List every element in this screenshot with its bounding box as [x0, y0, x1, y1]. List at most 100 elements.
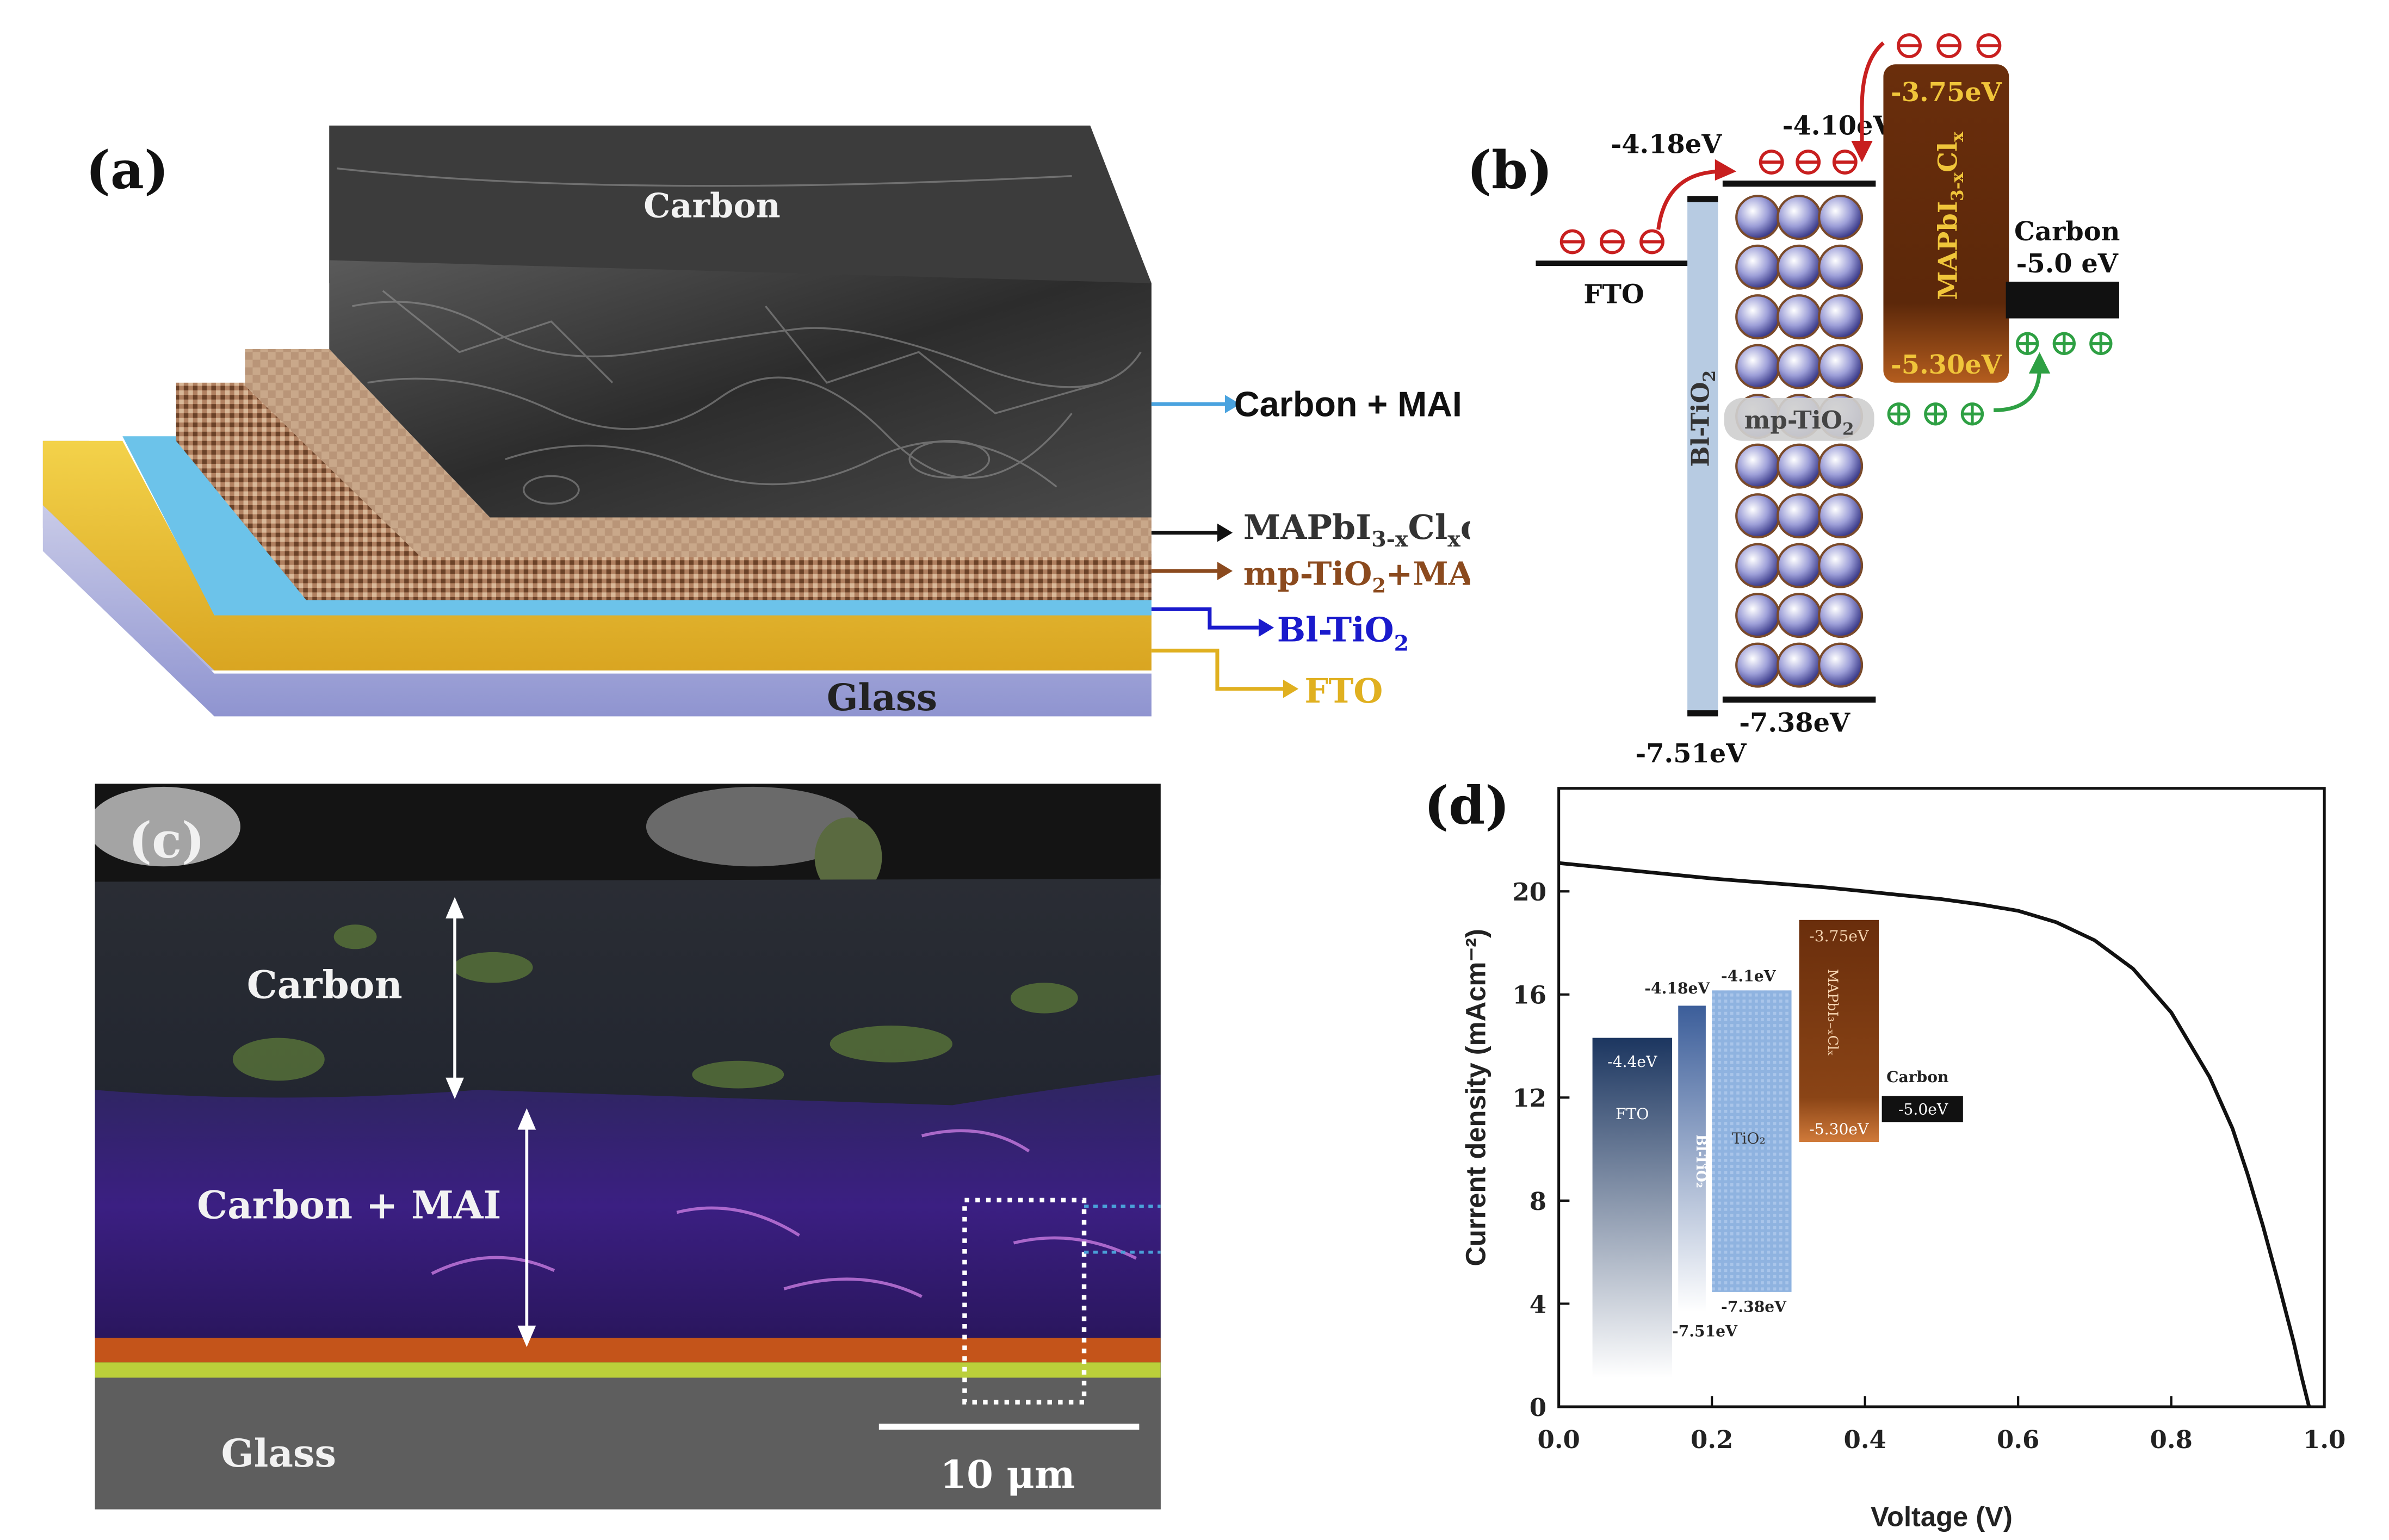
inset-fto-label: FTO — [1616, 1105, 1649, 1123]
tio2-nanoparticle — [1777, 493, 1822, 539]
label-fto: FTO — [1304, 671, 1383, 711]
carbon-block — [329, 260, 1152, 518]
tio2-nanoparticle — [1818, 543, 1864, 588]
y-tick-label: 16 — [1512, 981, 1546, 1010]
sem-debris-2 — [95, 786, 240, 867]
tio2-nanoparticle — [1735, 195, 1781, 240]
electron-transfer-arrow-2 — [1860, 41, 1885, 147]
carbon-level-bar — [2006, 281, 2119, 319]
y-axis-label: Current density (mAcm⁻²) — [1460, 929, 1491, 1266]
fto-layer-sem — [95, 1362, 1161, 1378]
mp-electrons: ⊖ ⊖ ⊖ — [1755, 138, 1861, 184]
perovskite-layer — [95, 1338, 1161, 1363]
sem-texture — [337, 167, 1142, 505]
bl-tio2-band — [1687, 198, 1718, 713]
hole-transfer-arrow — [1994, 367, 2042, 412]
carbon-label: Carbon — [2014, 216, 2120, 247]
inset-tio2-top: -4.1eV — [1721, 967, 1777, 985]
inset-bl-band — [1678, 1005, 1706, 1312]
x-tick-label: 0.8 — [2150, 1425, 2192, 1454]
svg-text:⊖: ⊖ — [1556, 218, 1589, 264]
mp-tio2-spheres — [1735, 195, 1864, 688]
sem-debris — [646, 786, 861, 867]
tio2-nanoparticle — [1777, 443, 1822, 489]
tio2-nanoparticle — [1818, 344, 1864, 389]
panel-d-label: (d) — [1424, 776, 1510, 837]
arrowhead-overlayer — [1217, 523, 1233, 542]
tio2-nanoparticle — [1735, 344, 1781, 389]
inset-tio2-label: TiO₂ — [1732, 1129, 1766, 1147]
device-schematic: Carbon Glass Carbon + MAI MAPbI3-xClxove… — [42, 125, 1470, 719]
arrowhead-bl — [1258, 618, 1274, 637]
y-tick-label: 12 — [1512, 1084, 1546, 1113]
perovskite-band — [1883, 64, 2009, 383]
tio2-nanoparticle — [1777, 344, 1822, 389]
label-overlayer: MAPbI3-xClxoverlayer — [1243, 507, 1470, 552]
x-tick-label: 0.6 — [1997, 1425, 2039, 1454]
tio2-nanoparticle — [1777, 593, 1822, 638]
inset-carbon-level: -5.0eV — [1898, 1100, 1948, 1118]
tio2-nanoparticle — [1735, 443, 1781, 489]
x-tick-label: 0.0 — [1537, 1425, 1580, 1454]
plot-frame — [1557, 787, 2326, 1408]
panel-a: (a) — [0, 0, 1470, 766]
mp-tio2-label-bg — [1724, 398, 1874, 441]
inset-bl-top: -4.18eV — [1644, 979, 1710, 997]
inset-fto-level: -4.4eV — [1607, 1053, 1657, 1071]
carbon-green-flakes — [232, 924, 1078, 1089]
svg-text:⊖: ⊖ — [1595, 218, 1629, 264]
arrowhead-c2 — [445, 1077, 464, 1100]
region-label-glass: Glass — [221, 1431, 337, 1476]
inset-perovskite-band — [1799, 920, 1879, 1142]
tio2-nanoparticle — [1818, 294, 1864, 340]
bl-tio2-label: Bl-TiO2 — [1686, 370, 1719, 467]
tio2-nanoparticle — [1735, 543, 1781, 588]
band-diagram: FTO -4.18eV ⊖ ⊖ ⊖ Bl-TiO2 -7.51eV — [1536, 22, 2120, 769]
sem-particle — [814, 817, 882, 897]
scale-bar-label: 10 μm — [940, 1452, 1075, 1497]
svg-text:⊕: ⊕ — [1920, 392, 1951, 434]
panel-c-label: (c) — [128, 811, 205, 869]
x-tick-label: 0.4 — [1843, 1425, 1886, 1454]
inset-tio2-bottom: -7.38eV — [1721, 1297, 1787, 1315]
svg-text:⊖: ⊖ — [1792, 138, 1825, 184]
tio2-nanoparticle — [1777, 244, 1822, 290]
svg-text:⊕: ⊕ — [2012, 321, 2043, 364]
arrowhead-c3 — [517, 1108, 536, 1130]
arrowhead-mp — [1217, 562, 1233, 580]
panel-b: (b) FTO -4.18eV ⊖ ⊖ ⊖ — [1439, 0, 2388, 781]
svg-text:⊕: ⊕ — [1957, 392, 1988, 434]
arrowhead-e1 — [1715, 159, 1737, 181]
arrowhead-c4 — [517, 1325, 536, 1348]
tio2-nanoparticle — [1818, 642, 1864, 688]
carbon-mai-region — [95, 1075, 1161, 1338]
perovskite-holes-lower: ⊕ ⊕ ⊕ — [1883, 392, 1988, 434]
svg-text:⊕: ⊕ — [2085, 321, 2116, 364]
tio2-nanoparticle — [1735, 642, 1781, 688]
arrowhead-c1 — [445, 897, 464, 918]
fto-label: FTO — [1583, 279, 1644, 309]
tio2-nanoparticle — [1818, 195, 1864, 240]
svg-text:⊖: ⊖ — [1933, 22, 1966, 68]
tio2-nanoparticle — [1777, 195, 1822, 240]
svg-text:⊖: ⊖ — [1755, 138, 1788, 184]
inset-pvk-vb: -5.30eV — [1809, 1120, 1869, 1138]
label-mp-tio2: mp-TiO2+MAPbI3-xClx — [1243, 554, 1470, 597]
inset-pvk-cb: -3.75eV — [1809, 927, 1869, 945]
label-bl-tio2: Bl-TiO2 — [1277, 610, 1409, 656]
glass-region — [95, 1377, 1161, 1510]
mp-tio2-bottom: -7.38eV — [1739, 708, 1850, 738]
x-tick-label: 0.2 — [1691, 1425, 1733, 1454]
glass-layer-label: Glass — [827, 676, 937, 719]
tio2-nanoparticle — [1735, 493, 1781, 539]
mai-bright-streaks — [431, 1129, 1137, 1298]
jv-curve — [1558, 861, 2311, 1407]
inset-tio2-band — [1712, 990, 1792, 1292]
inset-bl-label: Bl-TiO₂ — [1693, 1134, 1710, 1188]
y-tick-label: 4 — [1530, 1290, 1546, 1319]
inset-fto-band — [1592, 1038, 1672, 1378]
perovskite-label: MAPbI3-xClx — [1933, 132, 1967, 300]
